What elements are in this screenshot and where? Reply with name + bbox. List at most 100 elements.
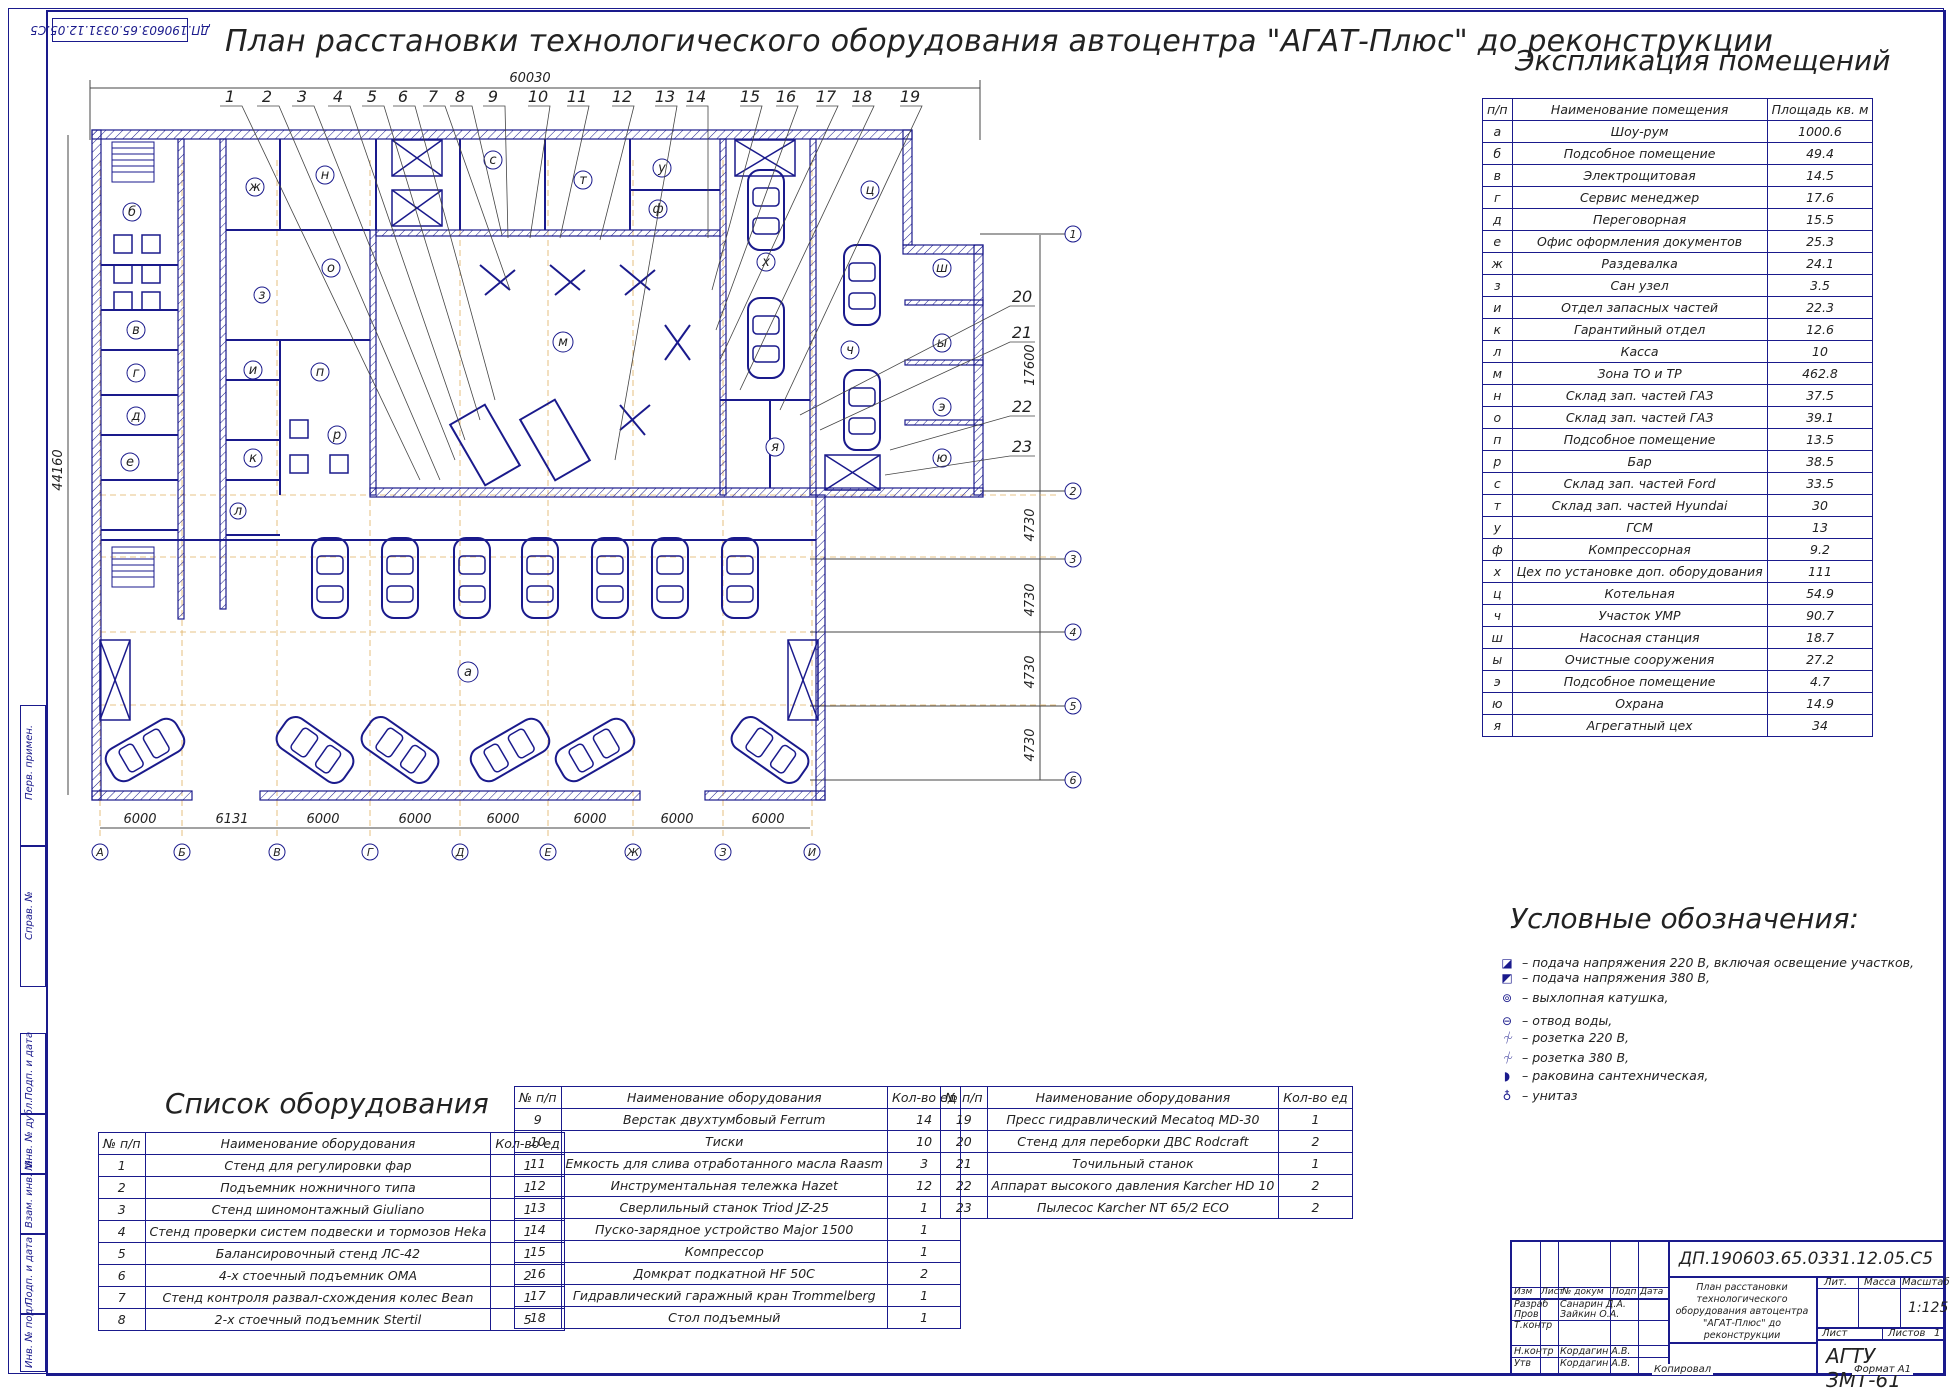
- axis-bubbles-bottom: А Б В Г Д Е Ж З И: [91, 843, 821, 861]
- table-cell: Аппарат высокого давления Karcher HD 10: [986, 1174, 1280, 1197]
- col-header: Площадь кв. м: [1766, 98, 1874, 121]
- tb-description: План расстановки технологического оборуд…: [1675, 1282, 1809, 1341]
- title-block: Изм Лист № докум Подп Дата Разраб Пров Т…: [1510, 1240, 1950, 1392]
- table-cell: Подъемник ножничного типа: [144, 1176, 492, 1199]
- room-label: н: [321, 168, 330, 183]
- tb-name: Санарин Д.А.: [1560, 1299, 1626, 1310]
- table-cell: э: [1482, 670, 1513, 693]
- axis-number: 5: [1070, 700, 1077, 713]
- col-header: № п/п: [98, 1132, 146, 1155]
- table-cell: Точильный станок: [986, 1152, 1280, 1175]
- table-cell: Верстак двухтумбовый Ferrum: [560, 1108, 888, 1131]
- table-cell: 15.5: [1766, 208, 1874, 231]
- table-cell: 24.1: [1766, 252, 1874, 275]
- dim-right: 17600: [1023, 344, 1038, 385]
- table-cell: 14: [514, 1218, 562, 1241]
- cars-bottom-row: [100, 711, 815, 789]
- room-label: ю: [937, 451, 948, 466]
- table-cell: 4.7: [1766, 670, 1874, 693]
- tb-signature-area: Изм Лист № докум Подп Дата Разраб Пров Т…: [1512, 1242, 1670, 1374]
- room-label: л: [233, 504, 242, 519]
- table-cell: 3.5: [1766, 274, 1874, 297]
- tb-role: Пров: [1514, 1309, 1539, 1320]
- table-cell: 13.5: [1766, 428, 1874, 451]
- leader-number: 1: [225, 87, 235, 106]
- dim-bottom: 6000: [751, 812, 784, 827]
- room-label: р: [332, 428, 341, 443]
- exhaust-reel-icon: ⊚: [1501, 990, 1513, 1005]
- dim-bottom: 6000: [660, 812, 693, 827]
- tb-role: Т.контр: [1514, 1320, 1553, 1331]
- partitions: [101, 139, 816, 541]
- leader-number: 18: [852, 87, 872, 106]
- table-cell: 2: [98, 1176, 146, 1199]
- side-stamp-label: Подп. и дата: [24, 1031, 35, 1100]
- axis-letter: Г: [367, 846, 374, 859]
- legend-item: ◪– подача напряжения 220 В, включая осве…: [1501, 955, 1915, 970]
- tb-header: Подп: [1612, 1287, 1637, 1297]
- table-cell: р: [1482, 450, 1513, 473]
- table-cell: 8: [98, 1308, 146, 1331]
- table-cell: 90.7: [1766, 604, 1874, 627]
- table-cell: 14.5: [1766, 164, 1874, 187]
- room-label: ц: [866, 183, 875, 198]
- axis-number: 3: [1070, 553, 1077, 566]
- table-cell: ч: [1482, 604, 1513, 627]
- bottom-dims: 6000 6131 6000 6000 6000 6000 6000 6000: [123, 812, 784, 827]
- tb-name: Зайкин О.А.: [1560, 1309, 1620, 1320]
- side-stamp-cell: [20, 1173, 46, 1235]
- col-header: Наименование помещения: [1511, 98, 1768, 121]
- table-cell: 25.3: [1766, 230, 1874, 253]
- table-cell: Бар: [1511, 450, 1768, 473]
- table-cell: 10: [514, 1130, 562, 1153]
- table-cell: 1000.6: [1766, 120, 1874, 143]
- table-cell: 33.5: [1766, 472, 1874, 495]
- room-label: я: [771, 440, 779, 455]
- table-cell: г: [1482, 186, 1513, 209]
- table-cell: я: [1482, 714, 1513, 737]
- axis-letter: Ж: [626, 846, 640, 859]
- table-cell: з: [1482, 274, 1513, 297]
- page-title: План расстановки технологического оборуд…: [225, 24, 1774, 59]
- col-header: № п/п: [514, 1086, 562, 1109]
- tb-scale-label: Масштаб: [1902, 1277, 1950, 1288]
- table-cell: 2: [1278, 1196, 1353, 1219]
- table-cell: 20: [940, 1130, 988, 1153]
- table-cell: 22: [940, 1174, 988, 1197]
- table-cell: 9: [514, 1108, 562, 1131]
- dim-total-width: 60030: [509, 71, 550, 86]
- table-cell: 12.6: [1766, 318, 1874, 341]
- table-cell: Пуско-зарядное устройство Major 1500: [560, 1218, 888, 1241]
- tb-header: № докум: [1562, 1287, 1604, 1297]
- table-cell: Переговорная: [1511, 208, 1768, 231]
- axis-letter: Е: [545, 846, 552, 859]
- side-stamp-label: Инв. № дубл.: [24, 1099, 35, 1168]
- tb-lit-label: Лит.: [1824, 1277, 1848, 1288]
- equipment-table-3: № п/п Наименование оборудования Кол-во е…: [940, 1086, 1353, 1219]
- legend-item: ♁– унитаз: [1500, 1088, 1578, 1103]
- table-cell: Сан узел: [1511, 274, 1768, 297]
- side-stamp-cell: [20, 845, 46, 987]
- tb-code: ДП.190603.65.0331.12.05.С5: [1668, 1242, 1944, 1278]
- leader-number: 15: [740, 87, 760, 106]
- table-cell: Стенд для регулировки фар: [144, 1154, 492, 1177]
- tb-header: Лист: [1541, 1287, 1564, 1297]
- table-cell: 12: [514, 1174, 562, 1197]
- room-label: к: [249, 451, 257, 466]
- table-cell: 1: [98, 1154, 146, 1177]
- room-label: и: [249, 363, 257, 378]
- table-cell: ц: [1482, 582, 1513, 605]
- tb-mass-label: Масса: [1864, 1277, 1896, 1288]
